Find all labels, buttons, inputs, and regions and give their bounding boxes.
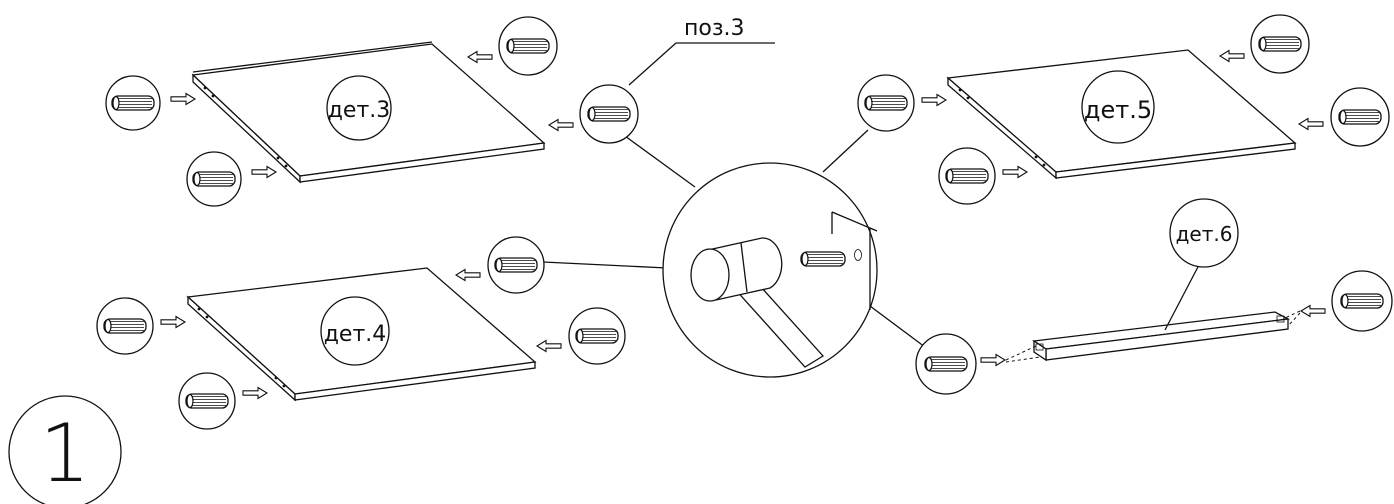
arrow-icon [251, 165, 277, 179]
arrow-icon [1298, 117, 1324, 131]
part-5-label-circle [1081, 70, 1155, 144]
arrow-icon [1300, 304, 1326, 318]
arrow-icon [160, 315, 186, 329]
panel-part-4: дет.4 [186, 267, 537, 402]
dowel-circle-p3-left [105, 75, 161, 131]
part-6-label-circle [1169, 198, 1239, 268]
dowel-circle-p6-right [1331, 270, 1393, 332]
dowel-circle-p5-right [1330, 87, 1390, 147]
arrow-icon [921, 93, 947, 107]
dowel-circle-p4-right [568, 307, 626, 365]
arrow-icon [467, 50, 493, 64]
part-3-label: дет.3 [328, 98, 391, 123]
dowel-circle-p5-top-right [1250, 14, 1310, 74]
arrow-icon [1219, 49, 1245, 63]
part-3-label-circle [326, 75, 392, 141]
dowel-circle-p4-left [96, 297, 154, 355]
dowel-circle-p3-front [186, 151, 242, 207]
dowel-circle-p5-left [857, 74, 915, 132]
arrow-icon [242, 386, 268, 400]
dowel-circle-p5-front [938, 147, 996, 205]
arrow-icon [980, 353, 1006, 367]
callout-label: поз.3 [684, 16, 745, 41]
dowel-circle-p4-top-right [487, 236, 545, 294]
arrow-icon [536, 339, 562, 353]
callout-leaders [542, 42, 930, 351]
dowel-circle-p6-left [915, 333, 977, 395]
part-6-label: дет.6 [1176, 222, 1233, 246]
bar-part-6: дет.6 [1032, 198, 1291, 362]
dowel-circle-p3-right [579, 84, 639, 144]
panel-part-3: дет.3 [191, 41, 546, 184]
arrow-icon [548, 118, 574, 132]
part-4-label-circle [320, 296, 390, 366]
dowel-circle-p4-front [178, 372, 236, 430]
step-number-badge: 1 [8, 395, 122, 504]
hammer-detail-circle [662, 162, 878, 378]
part-4-label: дет.4 [324, 322, 387, 347]
part-5-label: дет.5 [1084, 96, 1152, 124]
arrow-icon [170, 92, 196, 106]
arrow-icon [1002, 165, 1028, 179]
dowel-circle-p3-top-right [498, 16, 558, 76]
step-number: 1 [40, 407, 91, 500]
arrow-icon [455, 268, 481, 282]
panel-part-5: дет.5 [946, 49, 1297, 180]
